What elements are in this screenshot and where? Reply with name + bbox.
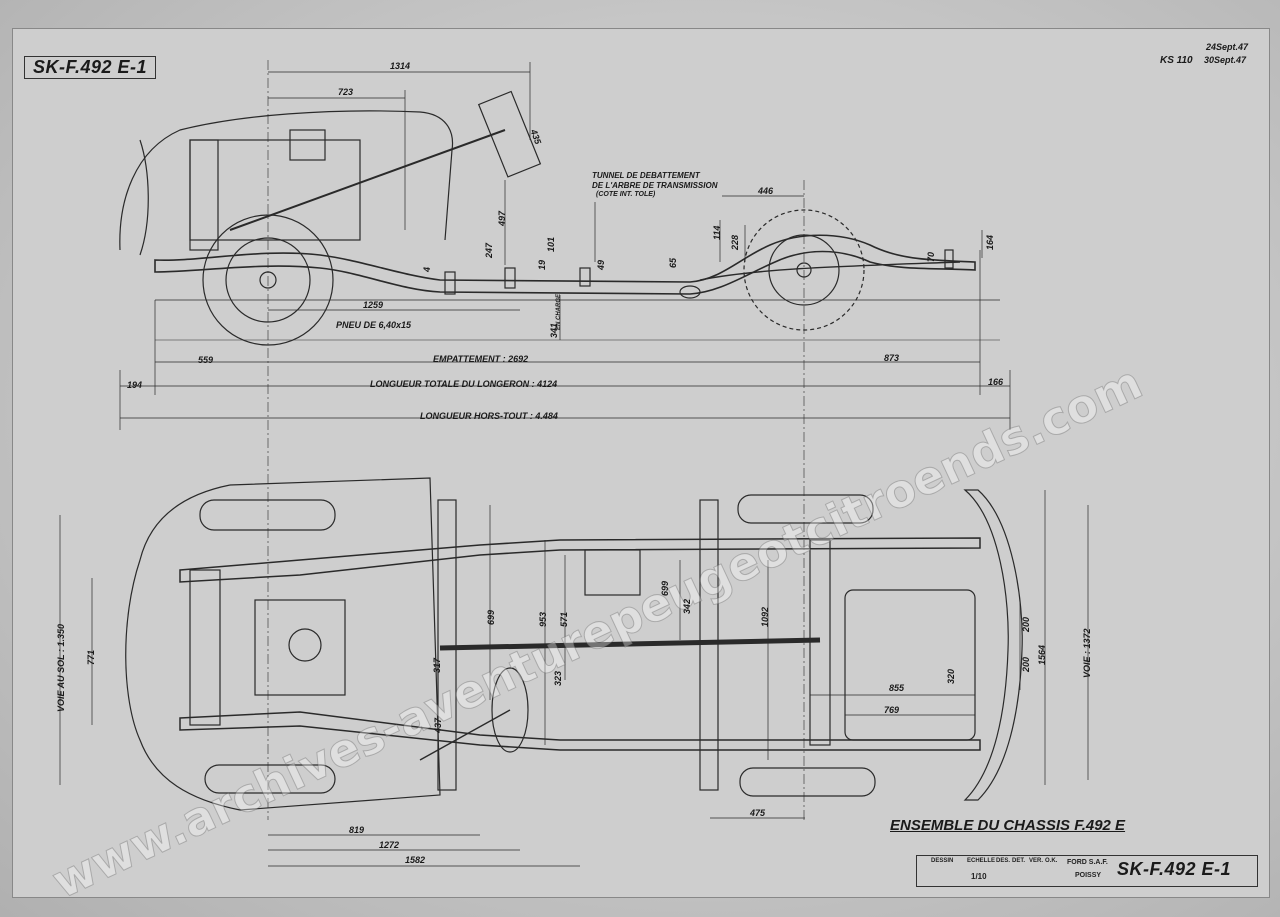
tb-ver: VER. bbox=[1029, 858, 1044, 864]
dim-164: 164 bbox=[985, 234, 995, 250]
dim-771: 771 bbox=[86, 649, 96, 665]
dim-49: 49 bbox=[596, 259, 606, 270]
plan-fuel-tank bbox=[844, 589, 976, 741]
side-rear-spring bbox=[699, 261, 961, 281]
tb-echelle: ECHELLE bbox=[967, 858, 996, 864]
dim-855: 855 bbox=[889, 683, 905, 693]
side-body-outline bbox=[119, 110, 454, 251]
dim-19: 19 bbox=[537, 259, 547, 270]
tb-dessin: DESSIN bbox=[931, 858, 954, 864]
dim-overall-length: LONGUEUR HORS-TOUT : 4.484 bbox=[420, 411, 558, 421]
dim-rear-overhang: 873 bbox=[884, 353, 900, 363]
revision-date-2: 30Sept.47 bbox=[1204, 55, 1247, 65]
dim-front-track: VOIE AU SOL : 1.350 bbox=[56, 623, 66, 712]
tb-det: DET. bbox=[1012, 858, 1026, 864]
tb-ok: O.K. bbox=[1045, 858, 1058, 864]
dim-1092: 1092 bbox=[760, 606, 770, 627]
drawing-ref-bottom: SK-F.492 E-1 bbox=[1117, 859, 1232, 879]
plan-front-outline bbox=[125, 484, 241, 811]
dim-200-a: 200 bbox=[1021, 616, 1031, 632]
dim-320: 320 bbox=[946, 668, 956, 684]
note-tunnel-1: TUNNEL DE DEBATTEMENT bbox=[592, 171, 700, 180]
dim-1259: 1259 bbox=[363, 300, 384, 310]
dim-1582: 1582 bbox=[405, 855, 426, 865]
dim-wheelbase: EMPATTEMENT : 2692 bbox=[433, 354, 529, 364]
title-block: DESSIN ECHELLE DES. DET. VER. O.K. 1/10 … bbox=[916, 855, 1258, 887]
dim-200-b: 200 bbox=[1021, 656, 1031, 672]
plan-frame-rail-bottom bbox=[179, 711, 981, 751]
note-tunnel-3: (COTE INT. TOLE) bbox=[596, 191, 656, 198]
side-grille bbox=[139, 139, 149, 256]
side-steering-column bbox=[229, 129, 506, 231]
plan-rear-bumper bbox=[963, 489, 1023, 801]
dim-317: 317 bbox=[432, 657, 442, 673]
dim-1564: 1564 bbox=[1037, 644, 1047, 665]
plan-driveshaft bbox=[439, 637, 821, 651]
plan-engine bbox=[254, 599, 346, 696]
plan-rear-tire-bottom bbox=[739, 767, 876, 797]
dim-953: 953 bbox=[538, 611, 548, 627]
plan-front-tire-top bbox=[199, 499, 336, 531]
dim-101: 101 bbox=[546, 236, 556, 252]
plan-rear-axle bbox=[699, 499, 719, 791]
dim-323: 323 bbox=[553, 670, 563, 686]
plan-rear-tire-top bbox=[737, 494, 874, 524]
drawing-title: ENSEMBLE DU CHASSIS F.492 E bbox=[890, 817, 1126, 834]
plan-radiator bbox=[189, 569, 221, 726]
dim-699-a: 699 bbox=[486, 609, 496, 625]
plan-front-tire-bottom bbox=[204, 764, 336, 794]
dim-front-bumper: 194 bbox=[127, 380, 143, 390]
dim-446: 446 bbox=[758, 186, 774, 196]
dim-497: 497 bbox=[497, 210, 507, 226]
dim-4: 4 bbox=[422, 266, 432, 272]
revision-ref: KS 110 bbox=[1160, 55, 1193, 66]
dim-rear-bumper: 166 bbox=[988, 377, 1004, 387]
dim-769: 769 bbox=[884, 705, 900, 715]
dim-228: 228 bbox=[730, 234, 740, 250]
dim-65: 65 bbox=[668, 257, 678, 268]
note-tunnel-2: DE L'ARBRE DE TRANSMISSION bbox=[592, 181, 718, 190]
tb-scale: 1/10 bbox=[971, 872, 987, 881]
tb-company: FORD S.A.F. bbox=[1067, 859, 1108, 866]
dim-723: 723 bbox=[338, 87, 354, 97]
dim-front-overhang: 559 bbox=[198, 355, 214, 365]
drawing-paper bbox=[12, 28, 1270, 898]
dim-70: 70 bbox=[926, 251, 936, 262]
note-tire-size: PNEU DE 6,40x15 bbox=[336, 320, 412, 330]
side-radiator bbox=[189, 139, 219, 251]
plan-steering-wheel bbox=[491, 667, 529, 753]
drawing-ref-top: SK-F.492 E-1 bbox=[24, 56, 157, 79]
dim-475: 475 bbox=[750, 808, 766, 818]
dim-247: 247 bbox=[484, 242, 494, 258]
dim-1314: 1314 bbox=[390, 61, 411, 71]
dim-rear-track: VOIE : 1372 bbox=[1082, 628, 1092, 678]
dim-342: 342 bbox=[682, 598, 692, 614]
note-en-charge: EN CHARGE bbox=[556, 293, 562, 330]
revision-date-1: 24Sept.47 bbox=[1206, 42, 1249, 52]
dim-frame-length: LONGUEUR TOTALE DU LONGERON : 4124 bbox=[370, 379, 558, 389]
dim-571: 571 bbox=[559, 611, 569, 627]
side-engine bbox=[189, 139, 361, 241]
dim-699-b: 699 bbox=[660, 580, 670, 596]
dim-1272: 1272 bbox=[379, 840, 400, 850]
tb-place: POISSY bbox=[1075, 872, 1102, 879]
dim-819: 819 bbox=[349, 825, 365, 835]
dim-437: 437 bbox=[433, 717, 443, 733]
side-steering-wheel bbox=[477, 90, 542, 178]
tb-des: DES. bbox=[996, 858, 1011, 864]
plan-frame-rail-top bbox=[179, 537, 981, 583]
side-frame-rail bbox=[154, 234, 976, 295]
dim-114: 114 bbox=[712, 225, 722, 240]
